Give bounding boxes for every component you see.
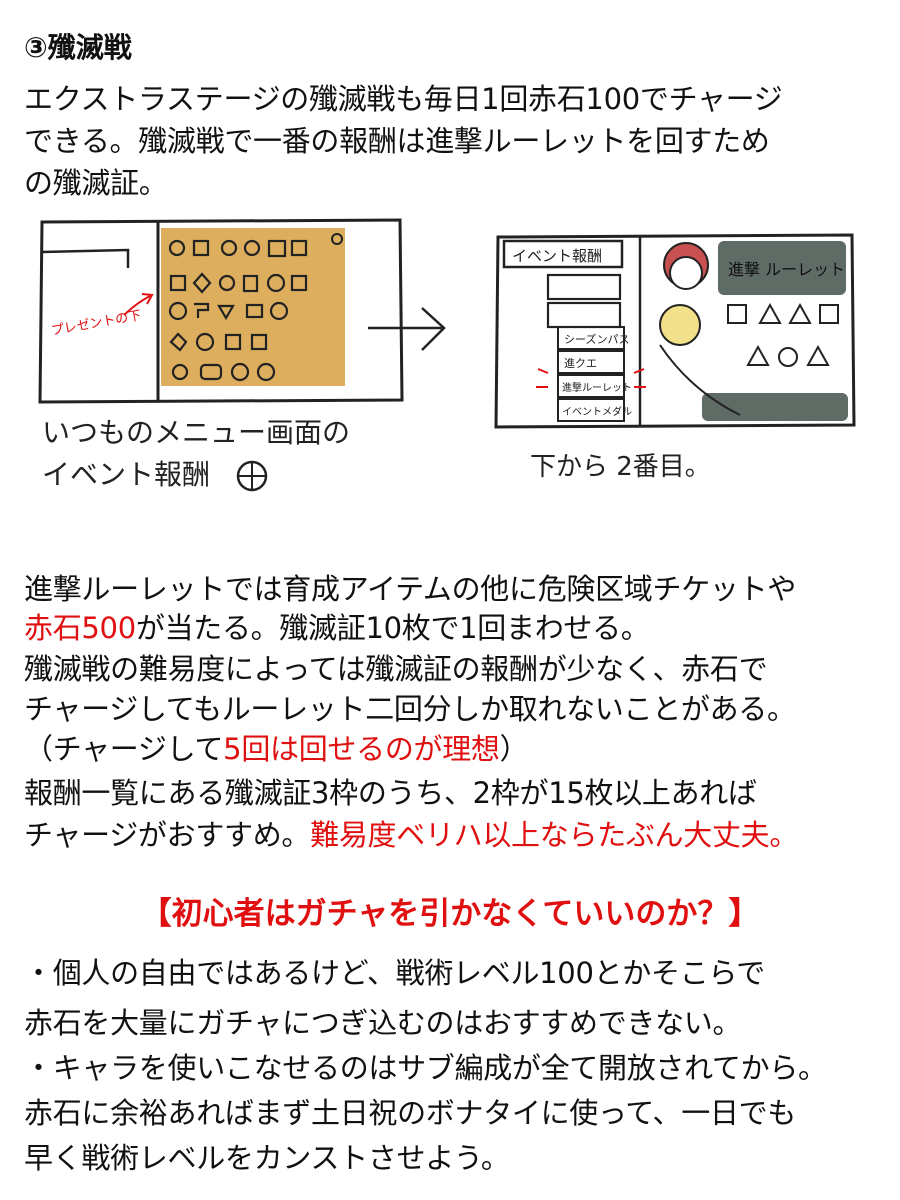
paragraph-line-1: 進撃ルーレットでは育成アイテムの他に危険区域チケットや: [24, 572, 797, 606]
menu-grid-panel: [161, 228, 345, 386]
menu-icon-grid: [168, 239, 308, 382]
highlight-red-stone-500: 赤石500: [24, 611, 136, 645]
menu-screen-sketch: プレゼントの下 いつものメニュー画面の イベント報酬: [38, 218, 446, 492]
event-list-header: イベント報酬: [512, 247, 602, 265]
section-title: ③殲滅戦: [24, 31, 132, 64]
red-pointer-arrow: [123, 295, 151, 316]
intro-line-1: エクストラステージの殲滅戦も毎日1回赤石100でチャージ: [24, 82, 783, 116]
reward-shapes: [727, 302, 839, 367]
close-icon: [331, 233, 343, 245]
paragraph-line-4: チャージしてもルーレット二回分しか取れないことがある。: [24, 692, 796, 726]
paragraph-line-3: 殲滅戦の難易度によっては殲滅証の報酬が少なく、赤石で: [24, 652, 768, 686]
faq-heading: 【初心者はガチャを引かなくていいのか？】: [140, 896, 760, 932]
faq-line-1: ・個人の自由ではあるけど、戦術レベル100とかそこらで: [24, 956, 765, 990]
highlight-five-spins: 5回は回せるのが理想: [223, 732, 500, 766]
right-caption: 下から 2番目。: [530, 452, 711, 482]
list-item-shin-quest: 進クエ: [564, 357, 597, 370]
intro-line-3: の殲滅証。: [24, 166, 168, 200]
list-item-roulette: 進撃ルーレット: [562, 381, 632, 394]
intro-line-2: できる。殲滅戦で一番の報酬は進撃ルーレットを回すため: [24, 124, 770, 158]
faq-line-4: 赤石に余裕あればまず土日祝のボナタイに使って、一日でも: [24, 1096, 797, 1130]
faq-line-3: ・キャラを使いこなせるのはサブ編成が全て開放されてから。: [24, 1051, 827, 1085]
event-reward-sketch: イベント報酬 シーズンパス 進クエ 進撃ルーレット イベントメダル 進撃 ルーレ…: [494, 233, 856, 482]
roulette-banner: [718, 241, 846, 295]
character-face-icon-2: [659, 304, 701, 346]
paragraph-line-5: （チャージして5回は回せるのが理想）: [24, 732, 529, 766]
list-item-event-medal: イベントメダル: [562, 405, 632, 418]
paragraph-line-2: 赤石500が当たる。殲滅証10枚で1回まわせる。: [24, 611, 650, 645]
paragraph-line-7: チャージがおすすめ。難易度ベリハ以上ならたぶん大丈夫。: [24, 818, 799, 852]
highlight-very-hard: 難易度ベリハ以上ならたぶん大丈夫。: [310, 818, 799, 852]
roulette-banner-label: 進撃 ルーレット: [728, 260, 845, 279]
list-item-season-pass: シーズンパス: [564, 332, 629, 346]
faq-line-5: 早く戦術レベルをカンストさせよう。: [24, 1141, 510, 1175]
present-note-label: プレゼントの下: [50, 308, 142, 339]
paragraph-line-6: 報酬一覧にある殲滅証3枠のうち、2枠が15枚以上あれば: [24, 776, 757, 810]
highlight-marks: [536, 368, 646, 388]
caption-line-1: いつものメニュー画面の: [42, 416, 350, 449]
faq-line-2: 赤石を大量にガチャにつぎ込むのはおすすめできない。: [24, 1006, 742, 1040]
caption-line-2: イベント報酬: [42, 458, 210, 491]
